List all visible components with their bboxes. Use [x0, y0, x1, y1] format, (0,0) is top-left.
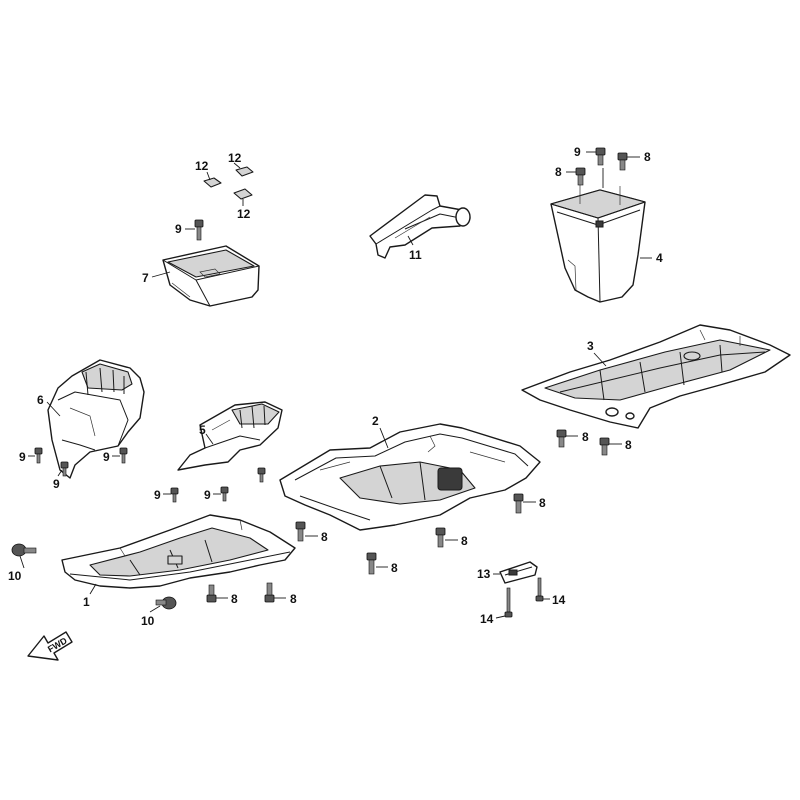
bolt-8-skid-d: [513, 493, 524, 514]
part-13-small-bracket: [499, 561, 538, 584]
bolt-8-rear-a: [556, 429, 567, 448]
callout-8-rear-a: 8: [582, 430, 589, 444]
callout-10-b: 10: [141, 614, 155, 628]
bolt-8-skid-c: [435, 527, 446, 548]
part-1-front-skid-plate: [61, 514, 296, 589]
callout-12-c: 12: [237, 207, 251, 221]
bolt-9-guard-c: [60, 461, 69, 477]
callout-8-skid-d: 8: [539, 496, 546, 510]
part-4-storage-bin: [550, 185, 646, 303]
bolt-9-small-guard-c: [257, 467, 266, 483]
callout-3: 3: [587, 339, 594, 353]
bolt-9-small-guard-a: [170, 487, 179, 503]
callout-8-skid-c: 8: [461, 534, 468, 548]
callout-6: 6: [37, 393, 44, 407]
fwd-arrow-icon: FWD: [27, 631, 73, 661]
bolt-9-tray: [194, 219, 204, 241]
part-2-center-skid-plate: [279, 423, 541, 531]
bolt-10-front-left: [11, 543, 37, 557]
callout-14-b: 14: [552, 593, 566, 607]
bolt-8-bin-left: [575, 167, 586, 186]
callout-8-bin-right: 8: [644, 150, 651, 164]
callout-labels: 12 12 12 9 7 11 9 8 8 4 3 6 9 9 9 5 9 9 …: [8, 145, 663, 628]
bolt-9-small-guard-b: [220, 486, 229, 502]
callout-12-a: 12: [195, 159, 209, 173]
callout-9-guard-b: 9: [103, 450, 110, 464]
bolt-8-front-a: [206, 584, 217, 603]
part-5-small-guard: [177, 401, 283, 471]
callout-14-a: 14: [480, 612, 494, 626]
part-11-bracket: [369, 194, 471, 259]
bolt-8-front-b: [264, 582, 275, 603]
bolt-9-guard-a: [34, 447, 43, 464]
part-3-rear-skid-plate: [521, 324, 791, 429]
callout-8-skid-b: 8: [391, 561, 398, 575]
callout-5: 5: [199, 423, 206, 437]
callout-13: 13: [477, 567, 491, 581]
callout-11: 11: [409, 248, 422, 262]
leader-lines: [19, 151, 652, 619]
bolt-8-skid-a: [295, 521, 306, 542]
callout-8-front-b: 8: [290, 592, 297, 606]
screw-14-a: [504, 587, 513, 618]
part-12-pads: [203, 166, 254, 200]
callout-8-rear-b: 8: [625, 438, 632, 452]
bolt-8-bin-right: [617, 152, 628, 171]
bolt-8-rear-b: [599, 437, 610, 456]
callout-9-small-guard-b: 9: [204, 488, 211, 502]
callout-9-guard-c: 9: [53, 477, 60, 491]
bolt-10-front-right: [155, 596, 177, 610]
callout-8-skid-a: 8: [321, 530, 328, 544]
callout-1: 1: [83, 595, 90, 609]
bolt-9-bin: [595, 147, 606, 166]
callout-4: 4: [656, 251, 663, 265]
callout-9-bin: 9: [574, 145, 581, 159]
callout-9-tray: 9: [175, 222, 182, 236]
callout-9-guard-a: 9: [19, 450, 26, 464]
callout-7: 7: [142, 271, 149, 285]
callout-12-b: 12: [228, 151, 242, 165]
bolt-9-guard-b: [119, 447, 128, 464]
bolt-8-skid-b: [366, 552, 377, 575]
callout-8-bin-left: 8: [555, 165, 562, 179]
callout-8-front-a: 8: [231, 592, 238, 606]
callout-10-a: 10: [8, 569, 22, 583]
callout-9-small-guard-a: 9: [154, 488, 161, 502]
part-7-storage-tray: [162, 245, 260, 307]
callout-2: 2: [372, 414, 379, 428]
screw-14-b: [535, 577, 544, 602]
part-6-side-guard: [47, 359, 145, 479]
